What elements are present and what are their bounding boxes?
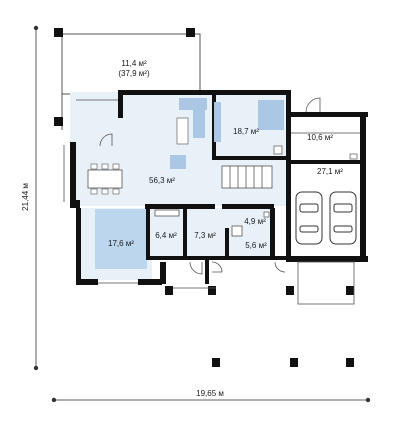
vestibule-area-label: 5,6 м² [245, 241, 267, 250]
sink [231, 225, 243, 237]
dining-table [87, 169, 123, 189]
height-dimension [33, 25, 39, 371]
chair [112, 163, 120, 170]
wall [118, 90, 290, 95]
wall [286, 256, 368, 262]
door-swing [274, 261, 286, 273]
wall [270, 208, 275, 256]
wall [225, 228, 229, 260]
toilet [263, 211, 270, 218]
cars [295, 191, 357, 245]
wardrobe [214, 102, 221, 142]
dimension-tick [51, 397, 57, 403]
door-swing [189, 261, 203, 275]
furniture [87, 98, 358, 237]
wall [76, 279, 98, 285]
utility-area-label: 10,6 м² [307, 133, 333, 142]
chair [101, 163, 109, 170]
width-dimension-label: 19,65 м [196, 389, 224, 398]
chair [101, 188, 109, 195]
door-swing [305, 97, 321, 113]
car-windshield [333, 203, 353, 213]
wall [360, 112, 366, 262]
outer-walls [70, 90, 368, 285]
armchair [170, 155, 186, 169]
kitchen-area-label: 17,6 м² [108, 239, 134, 248]
wall [150, 256, 275, 260]
boiler [349, 153, 358, 160]
door-swing [211, 261, 223, 273]
wall [76, 208, 81, 282]
exterior-posts [165, 286, 354, 367]
dimension-tick [33, 25, 39, 31]
car [295, 191, 323, 245]
car-rear-window [333, 225, 353, 233]
wall [222, 204, 274, 209]
car [329, 191, 357, 245]
sofa [193, 108, 205, 138]
terrace-total-area-label: (37,9 м²) [118, 69, 150, 78]
car-rear-window [299, 225, 319, 233]
post [286, 286, 294, 295]
width-dimension [51, 397, 371, 403]
post [346, 358, 354, 367]
wall [183, 208, 187, 260]
wall [270, 256, 292, 260]
terrace-post [54, 117, 63, 126]
wall [160, 262, 166, 284]
bedroom-area-label: 18,7 м² [233, 127, 259, 136]
wall [146, 208, 150, 260]
dimension-tick [33, 365, 39, 371]
post [346, 286, 354, 295]
post [208, 286, 216, 295]
coffee-table [176, 117, 189, 145]
door-swing [99, 133, 113, 147]
shelf [154, 209, 180, 217]
doors [99, 97, 321, 275]
post [212, 358, 220, 367]
driveway-outline [297, 261, 355, 305]
wall [138, 279, 162, 285]
dimension-tick [365, 397, 371, 403]
wall [212, 156, 286, 160]
wall [286, 112, 368, 117]
terrace-post [54, 28, 63, 37]
height-dimension-label: 21,44 м [21, 183, 30, 211]
garage-area-label: 27,1 м² [317, 167, 343, 176]
wall [145, 204, 215, 209]
chair [90, 188, 98, 195]
chair [112, 188, 120, 195]
bed [258, 100, 284, 130]
chair [90, 163, 98, 170]
pantry-floor [150, 208, 184, 260]
terrace-posts [54, 28, 195, 126]
sofa [179, 98, 207, 110]
post [165, 286, 173, 295]
desk-chair [273, 145, 283, 155]
floor-fills [70, 92, 290, 280]
hall-floor [185, 208, 225, 260]
staircase [221, 165, 273, 189]
stair-outline [221, 165, 273, 189]
wall [70, 142, 76, 206]
wall [70, 200, 80, 208]
windows [63, 99, 360, 289]
living-area-label: 56,3 м² [149, 176, 175, 185]
kitchen-island [95, 209, 147, 269]
hall-area-label: 7,3 м² [194, 231, 216, 240]
bathroom-area-label: 4,9 м² [244, 217, 266, 226]
car-windshield [299, 203, 319, 213]
pantry-area-label: 6,4 м² [155, 231, 177, 240]
terrace-post [186, 28, 195, 37]
terrace-area-label: 11,4 м² [121, 59, 147, 68]
post [290, 358, 298, 367]
wall [118, 90, 123, 118]
wall [286, 90, 291, 260]
wall [286, 160, 366, 164]
wall [205, 256, 209, 284]
room-labels: 11,4 м² (37,9 м²) 18,7 м² 10,6 м² 56,3 м… [108, 59, 343, 250]
